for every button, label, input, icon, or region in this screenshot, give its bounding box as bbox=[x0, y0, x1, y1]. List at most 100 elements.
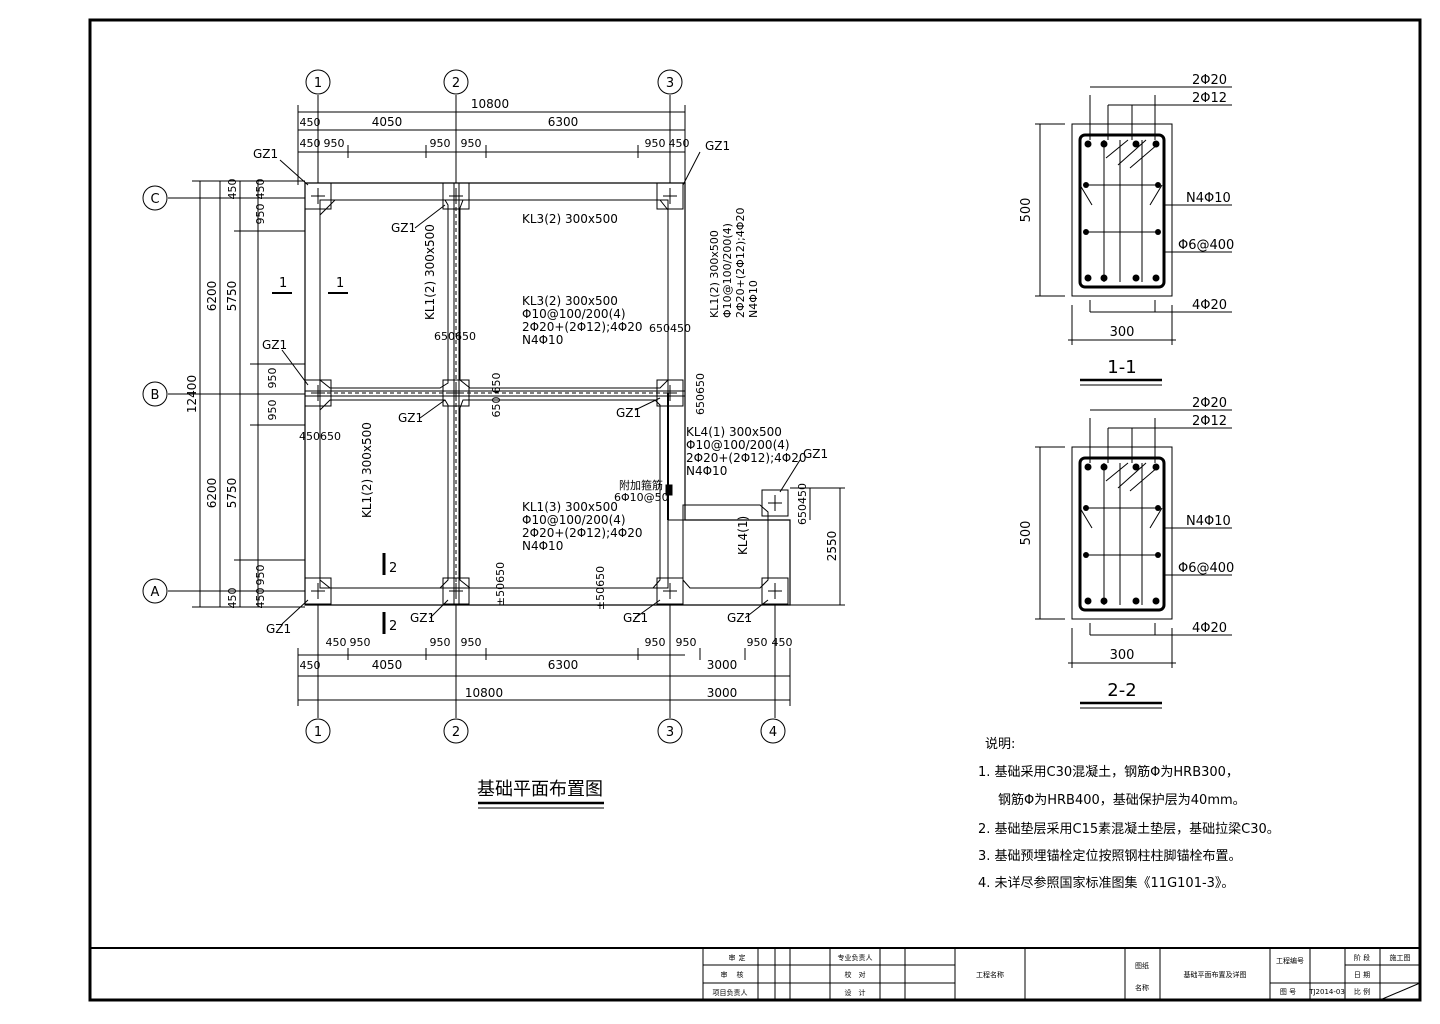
tb-check2: 对 bbox=[859, 970, 866, 979]
beam-kl1-right-4: N4Φ10 bbox=[747, 280, 760, 318]
column-gz1 bbox=[304, 182, 789, 605]
dim-top-6300: 6300 bbox=[548, 115, 579, 129]
dim-bot-950c: 950 bbox=[461, 636, 482, 649]
dim-bot-950b: 950 bbox=[430, 636, 451, 649]
note-1b: 钢筋Φ为HRB400，基础保护层为40mm。 bbox=[998, 792, 1246, 808]
sec1-mid: N4Φ10 bbox=[1186, 191, 1231, 206]
gz1-label: GZ1 bbox=[253, 147, 278, 161]
beam-kl1-left-top: KL1(2) 300x500 bbox=[423, 224, 437, 320]
gz1-label: GZ1 bbox=[803, 447, 828, 461]
dim-right-2550: 2550 bbox=[825, 531, 839, 562]
foundation-plan bbox=[168, 95, 845, 718]
plan-title: 基础平面布置图 bbox=[477, 779, 603, 800]
dim-b-mid: 650 bbox=[490, 373, 503, 394]
note-2: 2. 基础垫层采用C15素混凝土垫层，基础拉梁C30。 bbox=[978, 821, 1280, 837]
dim-left-950d: 950 bbox=[254, 565, 267, 586]
gz1-label: GZ1 bbox=[262, 338, 287, 352]
beam-kl3-mid-4: N4Φ10 bbox=[522, 333, 563, 347]
dim-top-total: 10800 bbox=[471, 97, 509, 111]
gz1-label: GZ1 bbox=[727, 611, 752, 625]
gz1-label: GZ1 bbox=[398, 411, 423, 425]
dim-top-950a: 950 bbox=[324, 137, 345, 150]
tb-scale: 比 例 bbox=[1354, 987, 1370, 996]
tb-approve2: 定 bbox=[739, 953, 746, 962]
dim-c3-bot: 650650 bbox=[694, 373, 707, 415]
axis-top-1: 1 bbox=[314, 76, 322, 91]
section-mark-2-top: 2 bbox=[389, 561, 397, 576]
section-1-1 bbox=[1035, 86, 1232, 386]
sec1-height: 500 bbox=[1019, 198, 1034, 223]
dim-top-450c: 450 bbox=[669, 137, 690, 150]
axis-top-3: 3 bbox=[666, 76, 674, 91]
sec2-top2: 2Φ12 bbox=[1192, 414, 1227, 429]
beam-kl1-right-2: Φ10@100/200(4) bbox=[721, 223, 734, 318]
tb-fig: 图 号 bbox=[1280, 988, 1296, 996]
dim-left-950b: 950 bbox=[266, 368, 279, 389]
dim-bot-3000b: 3000 bbox=[707, 686, 738, 700]
sec1-title: 1-1 bbox=[1107, 357, 1136, 378]
dim-left-450a: 450 bbox=[226, 179, 239, 200]
tb-design: 设 bbox=[845, 988, 852, 997]
dim-top-450a: 450 bbox=[300, 116, 321, 129]
tb-drawing-name: 基础平面布置及详图 bbox=[1184, 970, 1247, 979]
dim-b-left: 450650 bbox=[299, 430, 341, 443]
tb-design2: 计 bbox=[859, 988, 866, 997]
beam-kl1-right-1: KL1(2) 300x500 bbox=[708, 230, 721, 318]
gz1-label: GZ1 bbox=[616, 406, 641, 420]
tb-fig-val: TJ2014-03 bbox=[1308, 988, 1345, 996]
tb-stage: 阶 段 bbox=[1354, 953, 1370, 962]
beam-kl13-2: Φ10@100/200(4) bbox=[522, 513, 626, 527]
tb-name: 名称 bbox=[1135, 983, 1149, 992]
beam-kl1-left-bot: KL1(2) 300x500 bbox=[360, 422, 374, 518]
tb-approve: 审 bbox=[729, 953, 736, 962]
dim-bot-3000a: 3000 bbox=[707, 658, 738, 672]
axis-bubbles bbox=[142, 69, 786, 744]
sec2-stir: Φ6@400 bbox=[1178, 561, 1234, 576]
section-2-2 bbox=[1035, 409, 1232, 709]
tb-drawing: 图纸 bbox=[1135, 961, 1149, 970]
section-mark-1-right: 1 bbox=[336, 276, 344, 291]
beam-kl4-3: 2Φ20+(2Φ12);4Φ20 bbox=[686, 451, 807, 465]
sec1-stir: Φ6@400 bbox=[1178, 238, 1234, 253]
notes-heading: 说明: bbox=[985, 737, 1015, 752]
sec2-top1: 2Φ20 bbox=[1192, 396, 1227, 411]
section-2-2-bars bbox=[1083, 463, 1161, 605]
dim-bot-450-950: 450 bbox=[326, 636, 347, 649]
dim-bot-4050: 4050 bbox=[372, 658, 403, 672]
beam-kl13-4: N4Φ10 bbox=[522, 539, 563, 553]
dim-bot-450: 450 bbox=[772, 636, 793, 649]
tb-check: 校 bbox=[845, 970, 852, 979]
beam-kl3-top: KL3(2) 300x500 bbox=[522, 212, 618, 226]
sec2-title: 2-2 bbox=[1107, 680, 1136, 701]
dim-bot-950f: 950 bbox=[747, 636, 768, 649]
note-1a: 1. 基础采用C30混凝土，钢筋Φ为HRB300， bbox=[978, 764, 1239, 780]
beam-kl13-3: 2Φ20+(2Φ12);4Φ20 bbox=[522, 526, 643, 540]
beam-kl1-right-3: 2Φ20+(2Φ12);4Φ20 bbox=[734, 208, 747, 318]
sec1-top1: 2Φ20 bbox=[1192, 73, 1227, 88]
section-1-1-bars bbox=[1083, 140, 1161, 282]
dim-left-450b: 450 bbox=[254, 179, 267, 200]
beam-kl3-mid-3: 2Φ20+(2Φ12);4Φ20 bbox=[522, 320, 643, 334]
dim-bot-950e: 950 bbox=[676, 636, 697, 649]
beam-kl13-1: KL1(3) 300x500 bbox=[522, 500, 618, 514]
dim-left-12400: 12400 bbox=[185, 375, 199, 413]
gz1-label: GZ1 bbox=[623, 611, 648, 625]
beam-kl3-mid-1: KL3(2) 300x500 bbox=[522, 294, 618, 308]
dim-left-6200a: 6200 bbox=[205, 281, 219, 312]
axis-left-b: B bbox=[151, 388, 160, 403]
note-3: 3. 基础预埋锚栓定位按照钢柱柱脚锚栓布置。 bbox=[978, 848, 1242, 864]
dim-bot-950a: 950 bbox=[350, 636, 371, 649]
gz1-label: GZ1 bbox=[391, 221, 416, 235]
drawing-frame bbox=[88, 18, 1422, 1002]
axis-left-a: A bbox=[151, 585, 160, 600]
dim-top-450b: 450 bbox=[300, 137, 321, 150]
tb-stage-val: 施工图 bbox=[1390, 953, 1411, 962]
dim-left-5750b: 5750 bbox=[225, 478, 239, 509]
sec2-height: 500 bbox=[1019, 521, 1034, 546]
tb-project-lead: 项目负责人 bbox=[713, 988, 748, 997]
beam-kl3-mid-2: Φ10@100/200(4) bbox=[522, 307, 626, 321]
dim-top-950c: 950 bbox=[461, 137, 482, 150]
tb-project-no: 工程编号 bbox=[1276, 956, 1304, 965]
sec2-width: 300 bbox=[1110, 648, 1135, 663]
